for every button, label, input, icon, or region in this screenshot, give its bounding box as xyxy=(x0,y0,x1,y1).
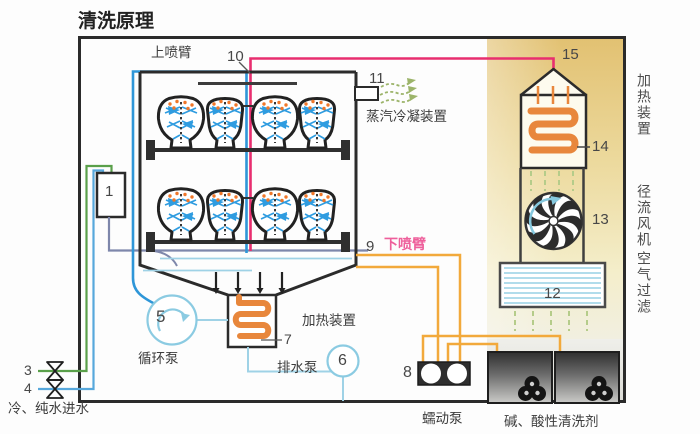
page-title: 清洗原理 xyxy=(78,11,155,32)
pointer-lines xyxy=(238,61,251,74)
air-filter xyxy=(498,261,607,309)
air-duct xyxy=(514,168,588,331)
glassware-racks xyxy=(146,140,350,252)
side-heater-label: 加热装置 xyxy=(636,73,652,137)
num-8: 8 xyxy=(403,364,412,381)
side-fan-label: 径流风机 xyxy=(636,184,652,248)
steam-condenser-label: 蒸汽冷凝装置 xyxy=(366,109,447,124)
num-15: 15 xyxy=(562,46,579,63)
num-5: 5 xyxy=(156,307,166,326)
heating-coil-icon xyxy=(232,294,272,339)
side-filter-label: 空气过滤 xyxy=(636,251,652,315)
upper-spray-arm-label: 上喷臂 xyxy=(151,45,192,60)
drain-pump-label: 排水泵 xyxy=(277,360,318,375)
num-6: 6 xyxy=(338,352,347,369)
circulation-supply-pipe xyxy=(131,70,248,307)
detergent-containers xyxy=(487,351,620,404)
glassware xyxy=(158,97,334,240)
num-7: 7 xyxy=(284,331,292,347)
water-inlet-label: 冷、纯水进水 xyxy=(8,401,89,416)
num-12: 12 xyxy=(544,285,561,302)
steam-pipe xyxy=(249,57,555,251)
drain-pump-circle xyxy=(326,344,360,378)
radial-fan-icon xyxy=(520,187,587,255)
circulation-pump-label: 循环泵 xyxy=(138,351,179,366)
sump-heater-label: 加热装置 xyxy=(302,313,356,328)
vent-port xyxy=(354,86,379,101)
wash-chamber xyxy=(138,70,358,297)
diagram-border xyxy=(78,36,626,403)
num-3: 3 xyxy=(24,362,32,378)
detergent-label: 碱、酸性清洗剂 xyxy=(504,414,599,429)
num-9: 9 xyxy=(366,238,375,255)
drain-flow-arrows xyxy=(212,272,286,294)
air-heater-house xyxy=(519,67,590,170)
num-14: 14 xyxy=(592,138,609,155)
softener-box xyxy=(95,171,127,219)
num-11: 11 xyxy=(369,70,385,87)
num-10: 10 xyxy=(227,48,244,65)
lower-spray-arm-label: 下喷臂 xyxy=(384,236,426,252)
drain-piping xyxy=(196,319,344,401)
peristaltic-pump xyxy=(417,361,471,386)
num-1: 1 xyxy=(105,183,114,200)
peristaltic-pump-label: 蠕动泵 xyxy=(422,411,463,426)
circulation-pump-circle xyxy=(146,294,198,346)
num-4: 4 xyxy=(24,380,32,396)
steam-arrows-icon xyxy=(379,78,418,104)
num-13: 13 xyxy=(592,211,609,228)
air-heating-coil-icon xyxy=(527,107,579,154)
sump-heater xyxy=(226,293,282,349)
detergent-tubes xyxy=(356,253,562,362)
